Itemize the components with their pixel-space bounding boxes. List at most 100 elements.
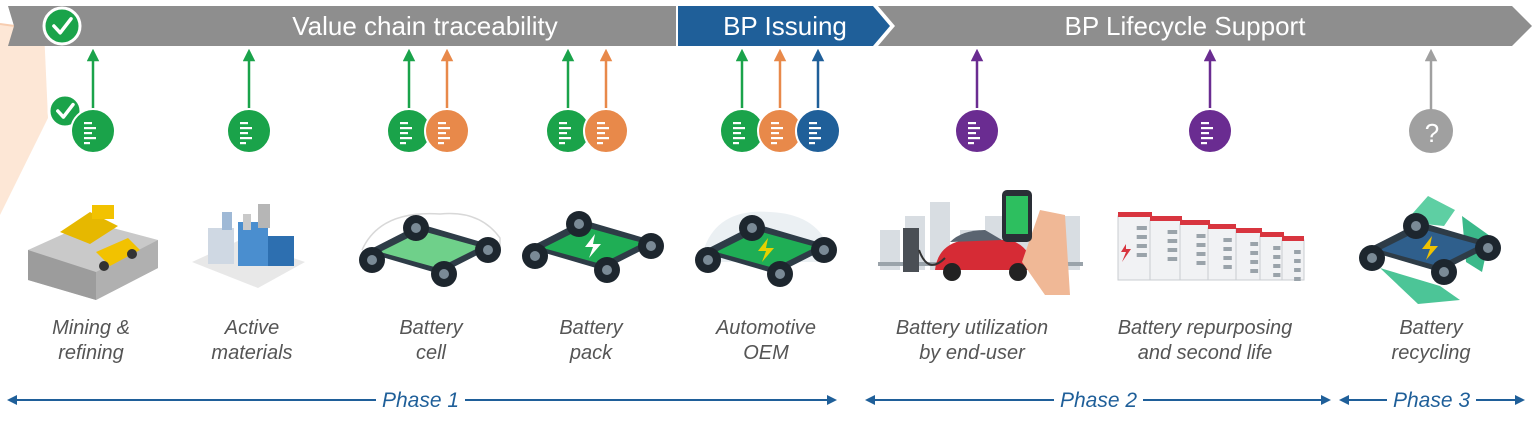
storage-unit-top [1236, 228, 1262, 233]
factory-silo [222, 212, 232, 230]
factory-chimney [243, 214, 251, 230]
check-badge-mining [47, 93, 83, 129]
wheel-hub [411, 223, 421, 233]
battery-cell-chassis-icon [361, 212, 501, 252]
document-line [597, 132, 605, 135]
vent-slot [1136, 226, 1147, 230]
vent-slot [1250, 251, 1259, 255]
lightning-bolt-icon [1121, 244, 1131, 262]
document-line [400, 142, 406, 145]
battery-plate [380, 231, 480, 268]
wheel-hub [819, 245, 829, 255]
document-line [84, 132, 92, 135]
document-line [809, 122, 817, 125]
wheel-hub [775, 269, 785, 279]
stage-label-battery-utilization: Battery utilization by end-user [872, 316, 1072, 366]
wheel-hub [1367, 253, 1377, 263]
excavator-body [60, 212, 118, 244]
vent-slot [1223, 247, 1232, 251]
document-line [771, 142, 777, 145]
document-line [809, 132, 817, 135]
document-line [771, 137, 783, 140]
red-car-window [950, 230, 1002, 242]
phase-label-1: Phase 1 [376, 388, 466, 414]
vent-slot [1273, 255, 1281, 259]
document-circle [424, 108, 470, 154]
vent-slot [1294, 277, 1301, 281]
stage-label-line: and second life [1137, 342, 1273, 364]
recycling-chassis [1359, 213, 1501, 285]
banner-label-bp-lifecycle-support: BP Lifecycle Support [1064, 11, 1306, 41]
vent-slot [1250, 260, 1259, 264]
stage-label-line: Mining & [52, 317, 130, 339]
document-circle [583, 108, 629, 154]
document-line [968, 142, 974, 145]
stage-label-line: pack [569, 342, 613, 364]
lightning-bolt-icon [1422, 236, 1438, 260]
car-outline-ghost [361, 212, 501, 252]
vent-slot [1167, 239, 1178, 243]
battery-passport-document-icon [795, 108, 841, 154]
stage-label-line: Battery [1399, 317, 1463, 339]
document-line [438, 127, 450, 130]
energy-storage-icon [1117, 212, 1305, 281]
vent-slot [1223, 265, 1232, 269]
wheel-hub [483, 245, 493, 255]
storage-unit-top [1282, 236, 1304, 241]
document-line [733, 122, 741, 125]
battery-passport-document-icon [424, 108, 470, 154]
document-line [1201, 137, 1213, 140]
wheel-hub [703, 255, 713, 265]
wheel-hub [439, 269, 449, 279]
vent-slot [1273, 246, 1281, 250]
document-circle [795, 108, 841, 154]
vent-slot [1167, 248, 1178, 252]
stage-label-battery-recycling: Battery recycling [1331, 316, 1531, 366]
charging-station [903, 228, 919, 272]
terrain-side [28, 250, 96, 300]
document-line [84, 127, 96, 130]
phase-label-2: Phase 2 [1054, 388, 1144, 414]
check-icon [56, 102, 75, 119]
stage-label-line: by end-user [919, 342, 1025, 364]
mining-truck-icon [28, 205, 158, 300]
stage-label-line: recycling [1391, 342, 1471, 364]
battery-passport-document-icon [1187, 108, 1233, 154]
check-circle [42, 6, 82, 46]
banner-label-bp-issuing: BP Issuing [723, 11, 847, 41]
lightning-bolt-icon [585, 234, 601, 258]
document-line [240, 127, 252, 130]
vent-slot [1196, 252, 1206, 256]
document-line [771, 127, 783, 130]
phone-screen [1006, 196, 1028, 234]
document-line [809, 137, 821, 140]
factory-chimney [258, 204, 270, 228]
wheel-hub [1483, 243, 1493, 253]
vent-slot [1136, 253, 1147, 257]
vent-slot [1223, 256, 1232, 260]
vent-slot [1294, 268, 1301, 272]
document-line [968, 127, 980, 130]
wheel-hub [646, 241, 656, 251]
document-line [438, 137, 450, 140]
document-circle [954, 108, 1000, 154]
banner-label-value-chain-traceability: Value chain traceability [292, 11, 558, 41]
unknown-passport-glyph: ? [1424, 118, 1440, 148]
battery-cell-chassis [359, 215, 501, 287]
wheel-hub [747, 223, 757, 233]
document-line [809, 127, 821, 130]
excavator-cab [92, 205, 114, 219]
document-line [400, 137, 412, 140]
vent-slot [1273, 264, 1281, 268]
document-line [84, 122, 92, 125]
document-line [438, 142, 444, 145]
vent-slot [1167, 230, 1178, 234]
document-line [733, 137, 745, 140]
unknown-passport-circle [1409, 109, 1453, 153]
stage-label-battery-repurposing: Battery repurposing and second life [1105, 316, 1305, 366]
truck-wheel [99, 261, 109, 271]
vent-slot [1136, 244, 1147, 248]
stage-label-line: cell [415, 342, 446, 364]
